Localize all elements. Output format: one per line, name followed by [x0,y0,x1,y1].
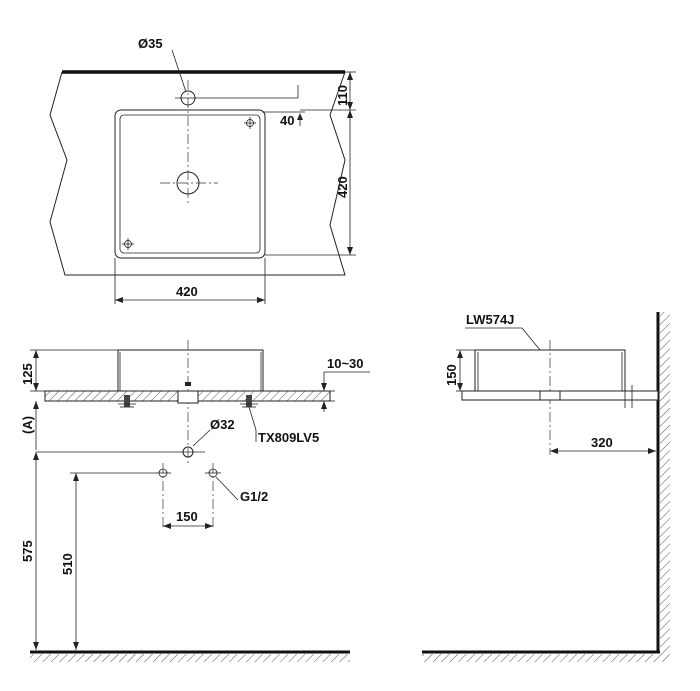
fixing-mark-bottom-left [122,238,134,250]
basin-outline-inner [119,114,261,254]
supply-left [155,463,171,530]
drain-dia-label: Ø32 [210,417,235,432]
dim-40-label: 40 [280,113,294,128]
front-view: 125 (A) 10~30 Ø32 TX809LV5 [20,340,370,662]
side-view: LW574J 150 320 [422,312,670,662]
fixing-left [118,395,136,408]
top-view: Ø35 110 420 40 420 [49,36,356,304]
dim-10-30-label: 10~30 [327,356,364,371]
drain-outlet [182,446,194,458]
faucet-hole-label: Ø35 [138,36,163,51]
dim-125-label: 125 [20,363,35,385]
side-floor-hatch [422,654,670,662]
dim-150-side-label: 150 [444,364,459,386]
supply-right [205,463,221,530]
dim-575-label: 575 [20,540,35,562]
dim-420-height-label: 420 [335,176,350,198]
faucet-leader [171,49,187,93]
supply-thread-label: G1/2 [240,489,268,504]
counter-top-outline [49,71,346,276]
drain-body [177,390,199,404]
dim-150-front-label: 150 [176,509,198,524]
fixing-mark-top-right [244,117,256,129]
drain-part-label: TX809LV5 [258,430,319,445]
basin-outline-outer [114,109,266,259]
dim-510-label: 510 [60,553,75,575]
dim-320-label: 320 [591,435,613,450]
dim-a-label: (A) [20,416,35,434]
model-label: LW574J [466,312,514,327]
front-floor-hatch [30,654,350,662]
dim-420-width-label: 420 [176,284,198,299]
dim-110-label: 110 [335,85,350,106]
side-wall-hatch [660,312,670,654]
